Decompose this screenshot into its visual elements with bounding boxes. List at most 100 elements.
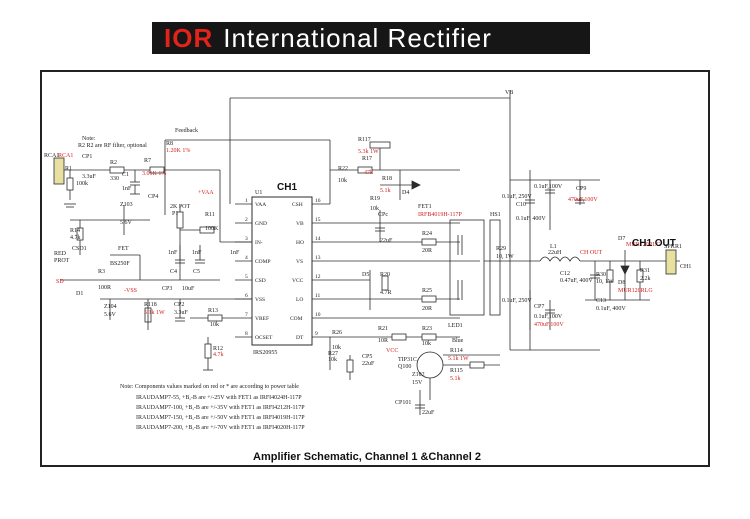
r7-label: R7	[144, 158, 151, 164]
r29-label: R29	[496, 246, 506, 252]
note-intro: Note: Components values marked on red or…	[120, 384, 299, 390]
r118-value: 5.1k 1W	[144, 310, 165, 316]
ic-pin-num-11: 11	[315, 293, 321, 299]
ic-pin-num-10: 10	[315, 312, 321, 318]
ic-pin-vs: VS	[296, 259, 303, 265]
cp4-label: CP4	[148, 194, 158, 200]
r2-value: 330	[110, 176, 119, 182]
ic-pin-in: IN-	[255, 240, 263, 246]
r18-value: 5.1k	[380, 188, 391, 194]
ic-pin-vcc: VCC	[292, 278, 304, 284]
spkr-label: SPKR1	[664, 244, 682, 250]
r13-label: R13	[208, 308, 218, 314]
q100-part: TIP31C	[398, 357, 417, 363]
note-line-1: IRAUDAMP7-55, +B,-B are +/-25V with FET1…	[136, 395, 302, 401]
fet1-part: IRFB4019H-117P	[418, 212, 462, 218]
ic-pin-num-4: 4	[245, 255, 248, 261]
d1-label: D1	[76, 291, 83, 297]
cp9-value: 470uF,100V	[568, 197, 598, 203]
schematic-frame	[40, 70, 710, 467]
c1-value: 1nF	[122, 186, 132, 192]
c4-value: 1nF	[168, 250, 178, 256]
l1-label: L1	[550, 244, 557, 250]
company-banner: IOR International Rectifier	[152, 22, 590, 54]
r11-value: 100K	[205, 226, 219, 232]
r25-label: R25	[422, 288, 432, 294]
d7-part: MUR120RLG	[626, 242, 661, 248]
red-prot-1: RED	[54, 251, 67, 257]
cv250-value: 0.1uF, 250V	[502, 194, 532, 200]
ic-pin-vss: VSS	[255, 297, 265, 303]
c10-value: 0.1uF, 400V	[516, 216, 546, 222]
r114-value: 5.1k 1W	[448, 356, 469, 362]
ic-pin-csd: CSD	[255, 278, 266, 284]
ic-pin-num-5: 5	[245, 274, 248, 280]
r13-value: 10k	[210, 322, 219, 328]
p1-label: P1	[172, 211, 178, 217]
hs1-label: HS1	[490, 212, 501, 218]
cp1-value: 3.3uF	[82, 174, 97, 180]
ic-pin-vaa: VAA	[255, 202, 266, 208]
ic-pin-num-12: 12	[315, 274, 321, 280]
r115-value: 5.1k	[450, 376, 461, 382]
r18-label: R18	[382, 176, 392, 182]
note-line-3: IRAUDAMP7-150, +B,-B are +/-50V with FET…	[136, 415, 305, 421]
r22-value: 10k	[338, 178, 347, 184]
c5-value: 1nF	[192, 250, 202, 256]
z103-value: 5.6V	[120, 220, 133, 226]
d8-label: D8	[618, 280, 625, 286]
r17-value: 47k	[364, 170, 373, 176]
cp9-label: CP9	[576, 186, 586, 192]
c13-label: C13	[596, 298, 606, 304]
cpc-value: 22uF	[380, 238, 393, 244]
d4-label: D4	[402, 190, 409, 196]
r30-value: 10, 1W	[596, 279, 614, 285]
ic-pin-ho: HO	[296, 240, 304, 246]
c10-label: C10	[516, 202, 526, 208]
schematic-caption: Amplifier Schematic, Channel 1 &Channel …	[253, 451, 481, 463]
ch-out-label: CH OUT	[580, 250, 603, 256]
r3-label: R3	[98, 269, 105, 275]
d7-label: D7	[618, 236, 625, 242]
rca1b-label: RCA1	[58, 153, 73, 159]
vaa-label: +VAA	[198, 190, 214, 196]
ic-pin-num-7: 7	[245, 312, 248, 318]
cp101-label: CP101	[395, 400, 411, 406]
cvs-value: 0.1uF,100V	[534, 314, 563, 320]
ic-pin-comp: COMP	[255, 259, 271, 265]
r8-label: R8	[166, 141, 173, 147]
r19-value: 10k	[370, 206, 379, 212]
ic-ref: U1	[255, 190, 262, 196]
rca1-label: RCA1	[44, 153, 59, 159]
cp7-label: CP7	[534, 304, 544, 310]
fet-label: FET	[118, 246, 129, 252]
z102-label: Z102	[412, 372, 425, 378]
r1-value: 100k	[76, 181, 88, 187]
r17-label: R17	[362, 156, 372, 162]
r3-value: 100R	[98, 285, 111, 291]
r14-value: 4.7k	[70, 235, 81, 241]
c1-label: C1	[122, 172, 129, 178]
r27-label: R27	[328, 351, 338, 357]
cp2-value: 3.3uF	[174, 310, 189, 316]
r30-label: R30	[596, 272, 606, 278]
r14-label: R14	[70, 228, 80, 234]
ic-pin-com: COM	[290, 316, 303, 322]
cv2-value: 1nF	[230, 250, 240, 256]
z104-value: 5.6V	[104, 312, 117, 318]
led1-color: Blue	[452, 338, 464, 344]
vcc-label: VCC	[386, 348, 398, 354]
ic-pin-num-2: 2	[245, 217, 248, 223]
d8-part: MUR120RLG	[618, 288, 653, 294]
ic-pin-num-15: 15	[315, 217, 321, 223]
ic-pin-ocset: OCSET	[255, 335, 273, 341]
r21-label: R21	[378, 326, 388, 332]
r115-label: R115	[450, 368, 463, 374]
vss-label: -VSS	[124, 288, 137, 294]
ic-pin-num-9: 9	[315, 331, 318, 337]
ic-pin-vb: VB	[296, 221, 304, 227]
ic-pin-num-1: 1	[245, 198, 248, 204]
r11-label: R11	[205, 212, 215, 218]
ic-pin-num-8: 8	[245, 331, 248, 337]
c12-label: C12	[560, 271, 570, 277]
